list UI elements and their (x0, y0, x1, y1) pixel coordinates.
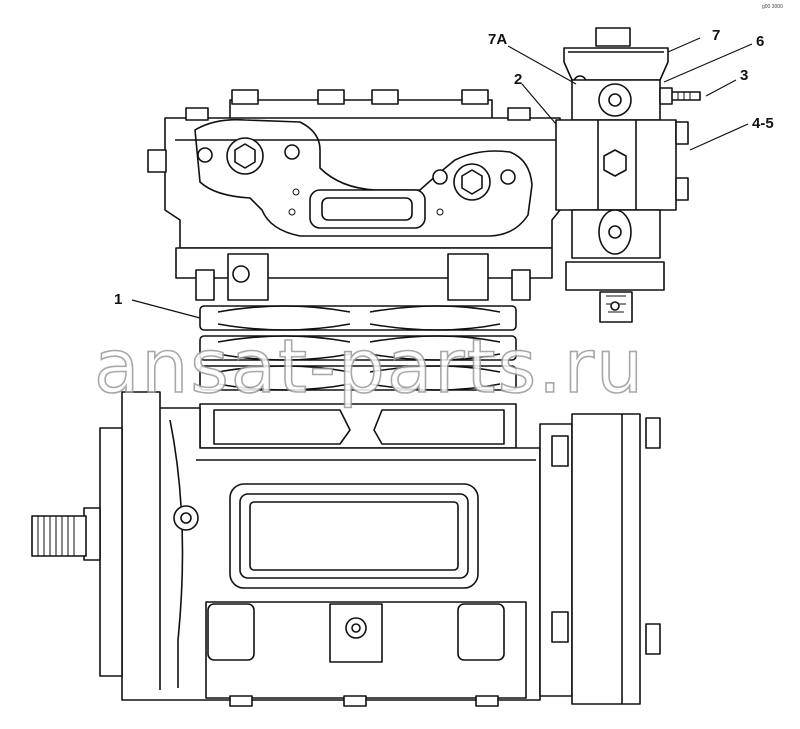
callout-4-5: 4-5 (752, 115, 774, 132)
callout-2: 2 (514, 71, 522, 88)
callout-1: 1 (114, 291, 122, 308)
rear-cover-plate (539, 413, 661, 705)
drive-shaft (31, 427, 123, 677)
callout-6: 6 (756, 33, 764, 50)
callout-7a: 7A (488, 31, 507, 48)
unloader-assembly (555, 27, 701, 323)
callout-7: 7 (712, 27, 720, 44)
watermark-text: ansat-parts.ru (94, 324, 645, 410)
callout-group (131, 37, 753, 319)
callout-3: 3 (740, 67, 748, 84)
compressor-block (121, 247, 553, 707)
cylinder-head (147, 89, 561, 249)
figure-code: g00 3000 (762, 4, 783, 10)
